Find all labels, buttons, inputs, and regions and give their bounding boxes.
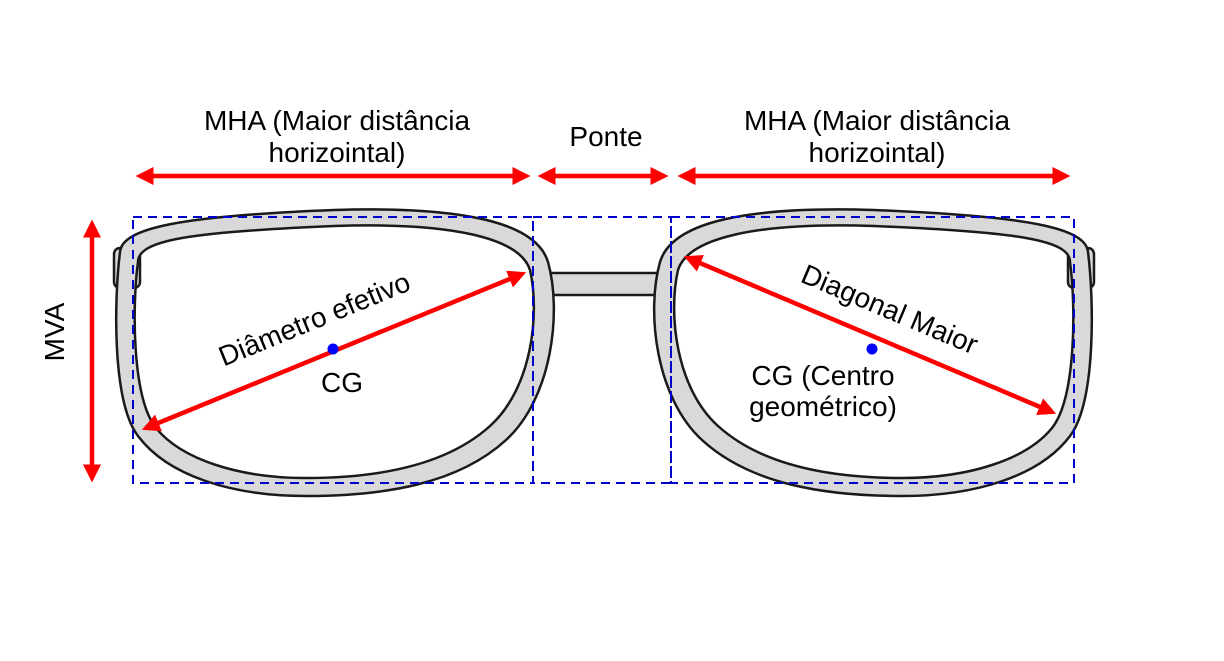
ponte-label: Ponte	[569, 121, 642, 152]
right-center-dot	[866, 343, 878, 355]
left-center-dot	[327, 343, 339, 355]
measurement-boxes	[132, 216, 1075, 484]
mha-right-label-line1: MHA (Maior distância	[744, 105, 1011, 136]
cg-full-label-line2: geométrico)	[749, 391, 897, 422]
mha-right-label-line2: horizointal)	[809, 137, 946, 168]
right-frame	[652, 208, 1094, 498]
diagonal-maior-arrow	[683, 254, 1057, 416]
cg-label: CG	[321, 367, 363, 398]
bridge-box	[532, 216, 672, 484]
mva-label: MVA	[39, 302, 70, 361]
bridge	[534, 271, 674, 297]
diametro-efetivo-label: Diâmetro efetivo	[214, 266, 414, 372]
mha-left-label-line2: horizointal)	[269, 137, 406, 168]
mha-left-label-line1: MHA (Maior distância	[204, 105, 471, 136]
cg-full-label-line1: CG (Centro	[751, 360, 894, 391]
right-lens-box	[670, 216, 1075, 484]
